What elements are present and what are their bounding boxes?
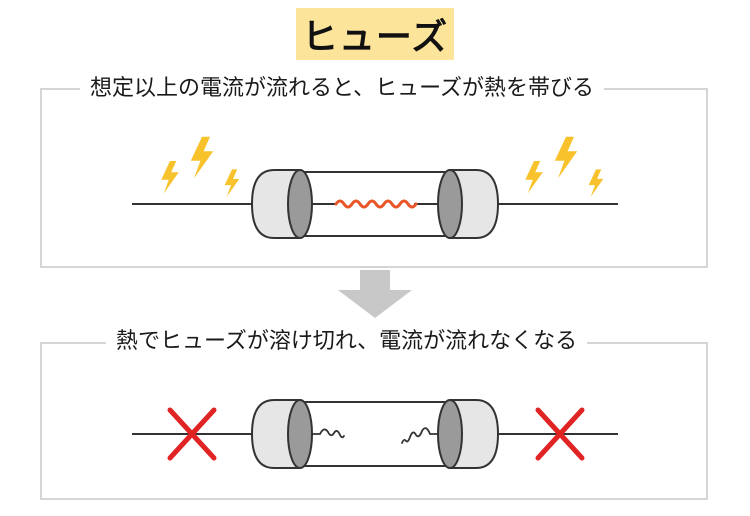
end-cap-right-blown (449, 399, 500, 469)
broken-filament-right (401, 427, 439, 444)
end-cap-left-rim-blown (287, 399, 313, 469)
end-cap-right-rim-heating (437, 169, 463, 239)
end-cap-right-rim-blown (437, 399, 463, 469)
end-cap-right-heating (449, 169, 500, 239)
caption-heating: 想定以上の電流が流れると、ヒューズが熱を帯びる (80, 74, 605, 104)
title-badge: ヒューズ (296, 8, 454, 60)
end-cap-left-rim-heating (287, 169, 313, 239)
hot-filament (334, 199, 418, 209)
fuse-blown (132, 399, 618, 469)
lightning-bolt-icon (161, 136, 240, 197)
broken-filament-left (311, 428, 345, 439)
red-x-icon (535, 407, 585, 461)
caption-blown: 熱でヒューズが溶け切れ、電流が流れなくなる (106, 327, 588, 357)
end-cap-left-blown (250, 399, 301, 469)
red-x-icon (167, 407, 217, 461)
end-cap-left-heating (250, 169, 301, 239)
fuse-heating (132, 169, 618, 239)
down-arrow-icon (338, 270, 412, 318)
diagram-title: ヒューズ (301, 17, 449, 58)
lightning-bolt-icon (525, 136, 604, 197)
